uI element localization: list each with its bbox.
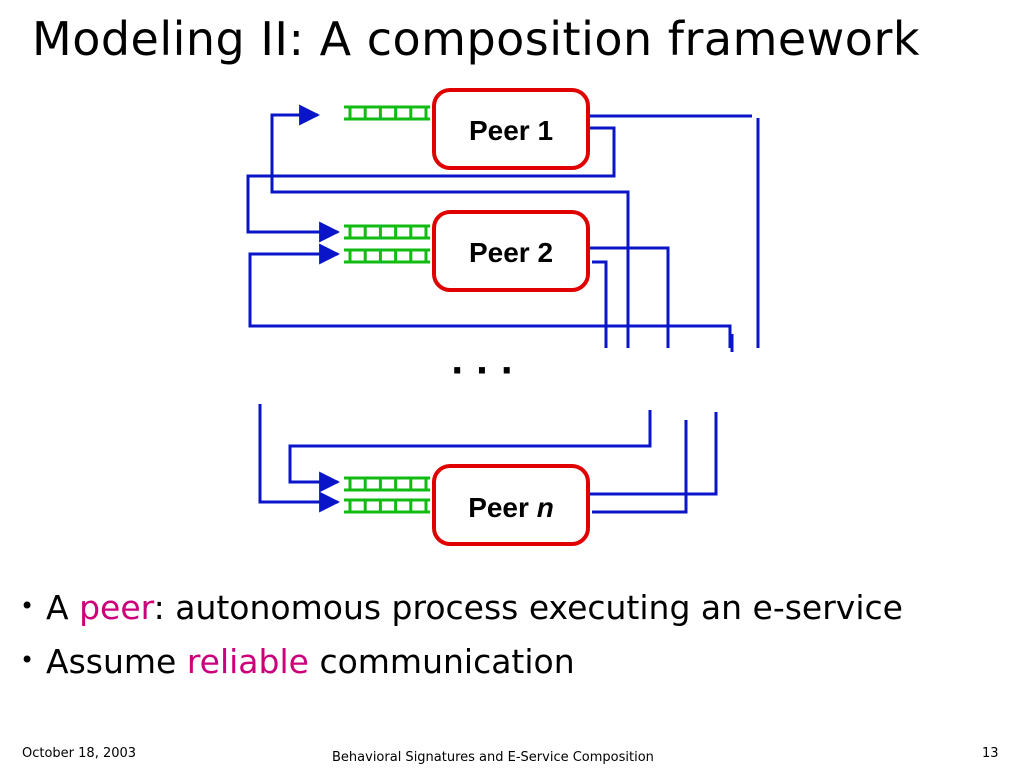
slide-title: Modeling II: A composition framework	[32, 12, 921, 66]
wire-peern-out-a	[590, 412, 718, 496]
svg-text:Peer 1: Peer 1	[469, 115, 553, 146]
ellipsis: · · ·	[451, 351, 513, 391]
peer-2-queue-2	[344, 248, 430, 264]
bullet-item-peer: •A peer: autonomous process executing an…	[20, 588, 903, 627]
wire-peer2-out-a	[590, 246, 670, 348]
peer-1-index: 1	[537, 115, 553, 146]
highlight-reliable: reliable	[186, 642, 309, 681]
peer-1-queue-1	[344, 105, 430, 121]
peer-n-node: Peer n	[432, 464, 590, 546]
footer-date: October 18, 2003	[22, 746, 137, 761]
wire-peern-out-b	[592, 420, 688, 514]
peer-1-label: Peer	[469, 115, 530, 146]
bullet-dot-icon: •	[20, 592, 35, 620]
bullet-item-reliable: •Assume reliable communication	[20, 642, 575, 681]
peer-n-index: n	[537, 492, 554, 523]
wire-peer1-out-b	[246, 126, 616, 243]
svg-text:Peer 2: Peer 2	[469, 237, 553, 268]
wire-peern-in-b	[258, 404, 341, 513]
page-number: 13	[982, 746, 999, 761]
peer-2-index: 2	[537, 237, 553, 268]
svg-text:Peer n: Peer n	[468, 492, 554, 523]
wire-peer2-in	[248, 243, 732, 348]
peer-1-box	[432, 88, 590, 170]
wires	[246, 104, 760, 514]
peer-1-node: Peer 1	[432, 88, 590, 170]
peer-2-box	[432, 210, 590, 292]
peer-2-queue-1	[344, 224, 430, 240]
peer-2-node: Peer 2	[432, 210, 590, 292]
message-queues	[344, 105, 430, 514]
peer-n-queue-2	[344, 498, 430, 514]
wire-peern-in-a	[288, 410, 652, 493]
peer-n-label: Peer	[468, 492, 529, 523]
bullet-list: •A peer: autonomous process executing an…	[20, 588, 903, 696]
peer-2-label: Peer	[469, 237, 530, 268]
wire-peer1-in	[270, 104, 630, 348]
footer-title: Behavioral Signatures and E-Service Comp…	[332, 750, 654, 765]
bullet-dot-icon: •	[20, 646, 35, 674]
peer-n-queue-1	[344, 476, 430, 492]
peer-n-box	[432, 464, 590, 546]
wire-peer2-out-b	[592, 260, 608, 348]
highlight-peer: peer	[79, 588, 154, 627]
